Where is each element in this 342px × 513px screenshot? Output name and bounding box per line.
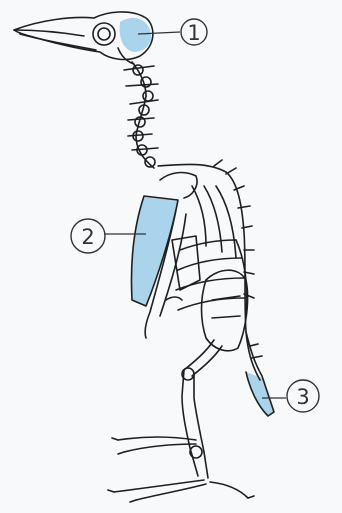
neck-vertebrae	[124, 62, 158, 168]
foot-back	[112, 437, 196, 454]
pelvis	[202, 270, 248, 351]
leg	[182, 340, 222, 478]
callout-3-label: 3	[296, 385, 309, 409]
skull-highlight	[120, 18, 151, 52]
callout-1-label: 1	[187, 21, 200, 45]
callout-2-label: 2	[81, 225, 94, 249]
foot-front	[108, 480, 254, 502]
ribcage	[176, 186, 247, 312]
